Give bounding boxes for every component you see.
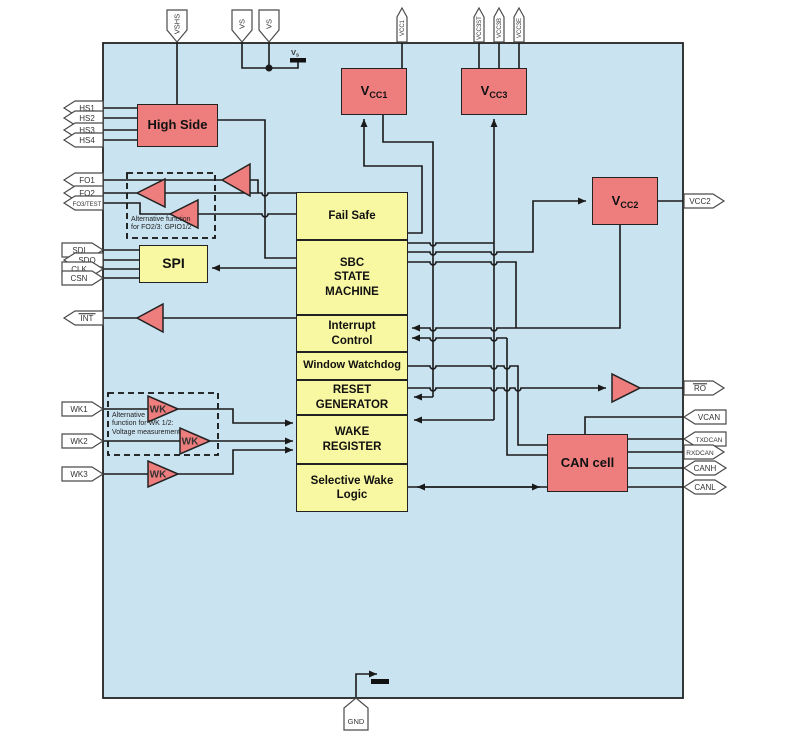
svg-text:RXDCAN: RXDCAN	[686, 450, 714, 457]
svg-text:CANH: CANH	[694, 464, 717, 473]
wk3-buffer-triangle-label: WK	[150, 470, 167, 481]
svg-text:CLK: CLK	[71, 265, 87, 274]
pin-vcc1-3: VCC1	[396, 6, 408, 43]
svg-text:VCC1: VCC1	[400, 19, 406, 36]
interrupt-control-block: Interrupt Control	[296, 315, 408, 352]
vs-rail-bar	[290, 58, 306, 63]
svg-text:VSHS: VSHS	[173, 14, 182, 34]
pin-canl: CANL	[682, 479, 728, 495]
svg-text:HS3: HS3	[79, 126, 95, 135]
wk-alt-box	[107, 392, 219, 456]
svg-text:VCC3B: VCC3B	[497, 18, 503, 38]
svg-text:HS2: HS2	[79, 114, 95, 123]
driver-triangles: WK WK WK	[135, 162, 642, 489]
pin-hs4: HS4	[62, 132, 104, 148]
selective-wake-logic-block: Selective Wake Logic	[296, 464, 408, 512]
vcc2-label: VCC2	[611, 192, 639, 210]
wires	[103, 42, 684, 698]
pin-gnd: GND	[343, 697, 369, 731]
vs-rail-label: Vs	[291, 48, 299, 59]
svg-text:VCC3ST: VCC3ST	[477, 16, 483, 40]
svg-text:WK1: WK1	[70, 405, 88, 414]
wake-register-block: WAKE REGISTER	[296, 415, 408, 464]
wk-alt-note: Alternative function for WK 1/2: Voltage…	[112, 412, 181, 436]
vcc3-label: VCC3	[480, 83, 508, 101]
vcc1-block: VCC1	[341, 68, 407, 115]
svg-text:VCAN: VCAN	[698, 413, 720, 422]
svg-text:FO2: FO2	[79, 189, 95, 198]
svg-text:HS4: HS4	[79, 136, 95, 145]
fo1-driver-triangle	[220, 162, 251, 198]
wk3-buffer-triangle	[147, 459, 180, 489]
pin-rxdcan: RXDCAN	[683, 444, 726, 460]
sbc-state-machine-block: SBC STATE MACHINE	[296, 240, 408, 315]
pin-csn: CSN	[61, 270, 105, 286]
spi-block: SPI	[139, 245, 208, 283]
rail-symbols: Vs	[290, 48, 389, 684]
wk2-buffer-triangle	[179, 426, 212, 456]
fo3-driver-triangle	[168, 198, 199, 230]
svg-text:GND: GND	[348, 717, 365, 726]
pin-wk1: WK1	[61, 401, 105, 417]
svg-text:WK3: WK3	[70, 470, 88, 479]
pin-vcc3e-6: VCC3E	[513, 6, 525, 43]
pin-vshs-0: VSHS	[166, 9, 188, 43]
svg-text:FO3/TEST: FO3/TEST	[73, 202, 102, 208]
fo-alt-note: Alternative function for FO2/3: GPIO1/2	[131, 216, 192, 232]
pin-vs-1: VS	[231, 9, 253, 43]
window-watchdog-block: Window Watchdog	[296, 352, 408, 380]
svg-text:WK2: WK2	[70, 437, 88, 446]
pin-vcc2: VCC2	[683, 193, 726, 209]
vs-junction-dot	[265, 64, 273, 72]
fo2-driver-triangle	[135, 177, 166, 209]
svg-text:SDI: SDI	[72, 246, 85, 255]
wk1-buffer-triangle-label: WK	[150, 405, 167, 416]
gnd-rail-bar	[371, 679, 389, 684]
pin-wk3: WK3	[61, 466, 105, 482]
pin-canh: CANH	[682, 460, 728, 476]
pin-vs-2: VS	[258, 9, 280, 43]
wk2-buffer-triangle-label: WK	[182, 437, 199, 448]
pin-vcc3b-5: VCC3B	[493, 6, 505, 43]
fail-safe-block: Fail Safe	[296, 192, 408, 240]
svg-text:VS: VS	[238, 19, 247, 29]
pin-vcc3st-4: VCC3ST	[473, 6, 485, 43]
vcc2-block: VCC2	[592, 177, 658, 225]
svg-text:VS: VS	[265, 19, 274, 29]
svg-text:SDO: SDO	[78, 256, 95, 265]
svg-text:VCC3E: VCC3E	[517, 18, 523, 38]
svg-text:TXDCAN: TXDCAN	[696, 437, 723, 444]
svg-text:VCC2: VCC2	[689, 197, 711, 206]
svg-text:CSN: CSN	[71, 274, 88, 283]
pin-ro: RO	[683, 380, 726, 396]
wk1-buffer-triangle	[147, 394, 180, 424]
vcc1-label: VCC1	[360, 83, 388, 101]
high-side-block: High Side	[137, 104, 218, 147]
ro-driver-triangle	[611, 372, 642, 404]
svg-text:INT: INT	[81, 314, 94, 323]
vcc3-block: VCC3	[461, 68, 527, 115]
pin-vcan: VCAN	[682, 409, 727, 425]
dashed-boxes	[107, 172, 219, 456]
svg-text:CANL: CANL	[694, 483, 716, 492]
pin-fo1: FO1	[62, 172, 104, 188]
pin-txdcan: TXDCAN	[682, 431, 727, 447]
int-driver-triangle	[135, 302, 164, 334]
svg-text:RO: RO	[694, 384, 706, 393]
pin-int: INT	[62, 310, 104, 326]
can-cell-block: CAN cell	[547, 434, 628, 492]
pin-wk2: WK2	[61, 433, 105, 449]
svg-text:HS1: HS1	[79, 104, 95, 113]
fo-alt-box	[126, 172, 216, 239]
pin-fo3-test: FO3/TEST	[62, 195, 104, 211]
svg-text:FO1: FO1	[79, 176, 95, 185]
reset-generator-block: RESET GENERATOR	[296, 380, 408, 415]
